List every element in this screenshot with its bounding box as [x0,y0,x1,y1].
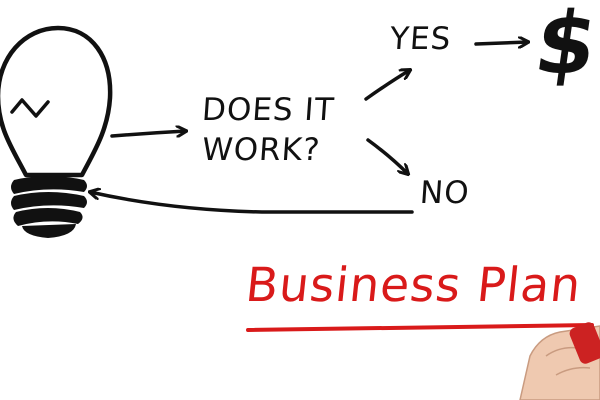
arrow-back-to-idea [90,192,414,214]
title-underline [246,323,594,332]
no-label: NO [418,175,471,211]
red-marker-icon [569,322,600,364]
dollar-sign: $ [528,0,600,94]
question-line-2: WORK? [200,132,322,168]
arrow-to-no [366,138,408,174]
arrow-to-question [110,131,186,138]
business-plan-title: Business Plan [243,258,585,313]
question-line-1: DOES IT [200,92,336,128]
lightbulb-icon [0,25,113,238]
arrow-to-yes [364,70,410,101]
arrow-to-dollar [474,42,528,44]
hand-with-marker-icon [519,322,600,400]
yes-label: YES [388,21,453,57]
